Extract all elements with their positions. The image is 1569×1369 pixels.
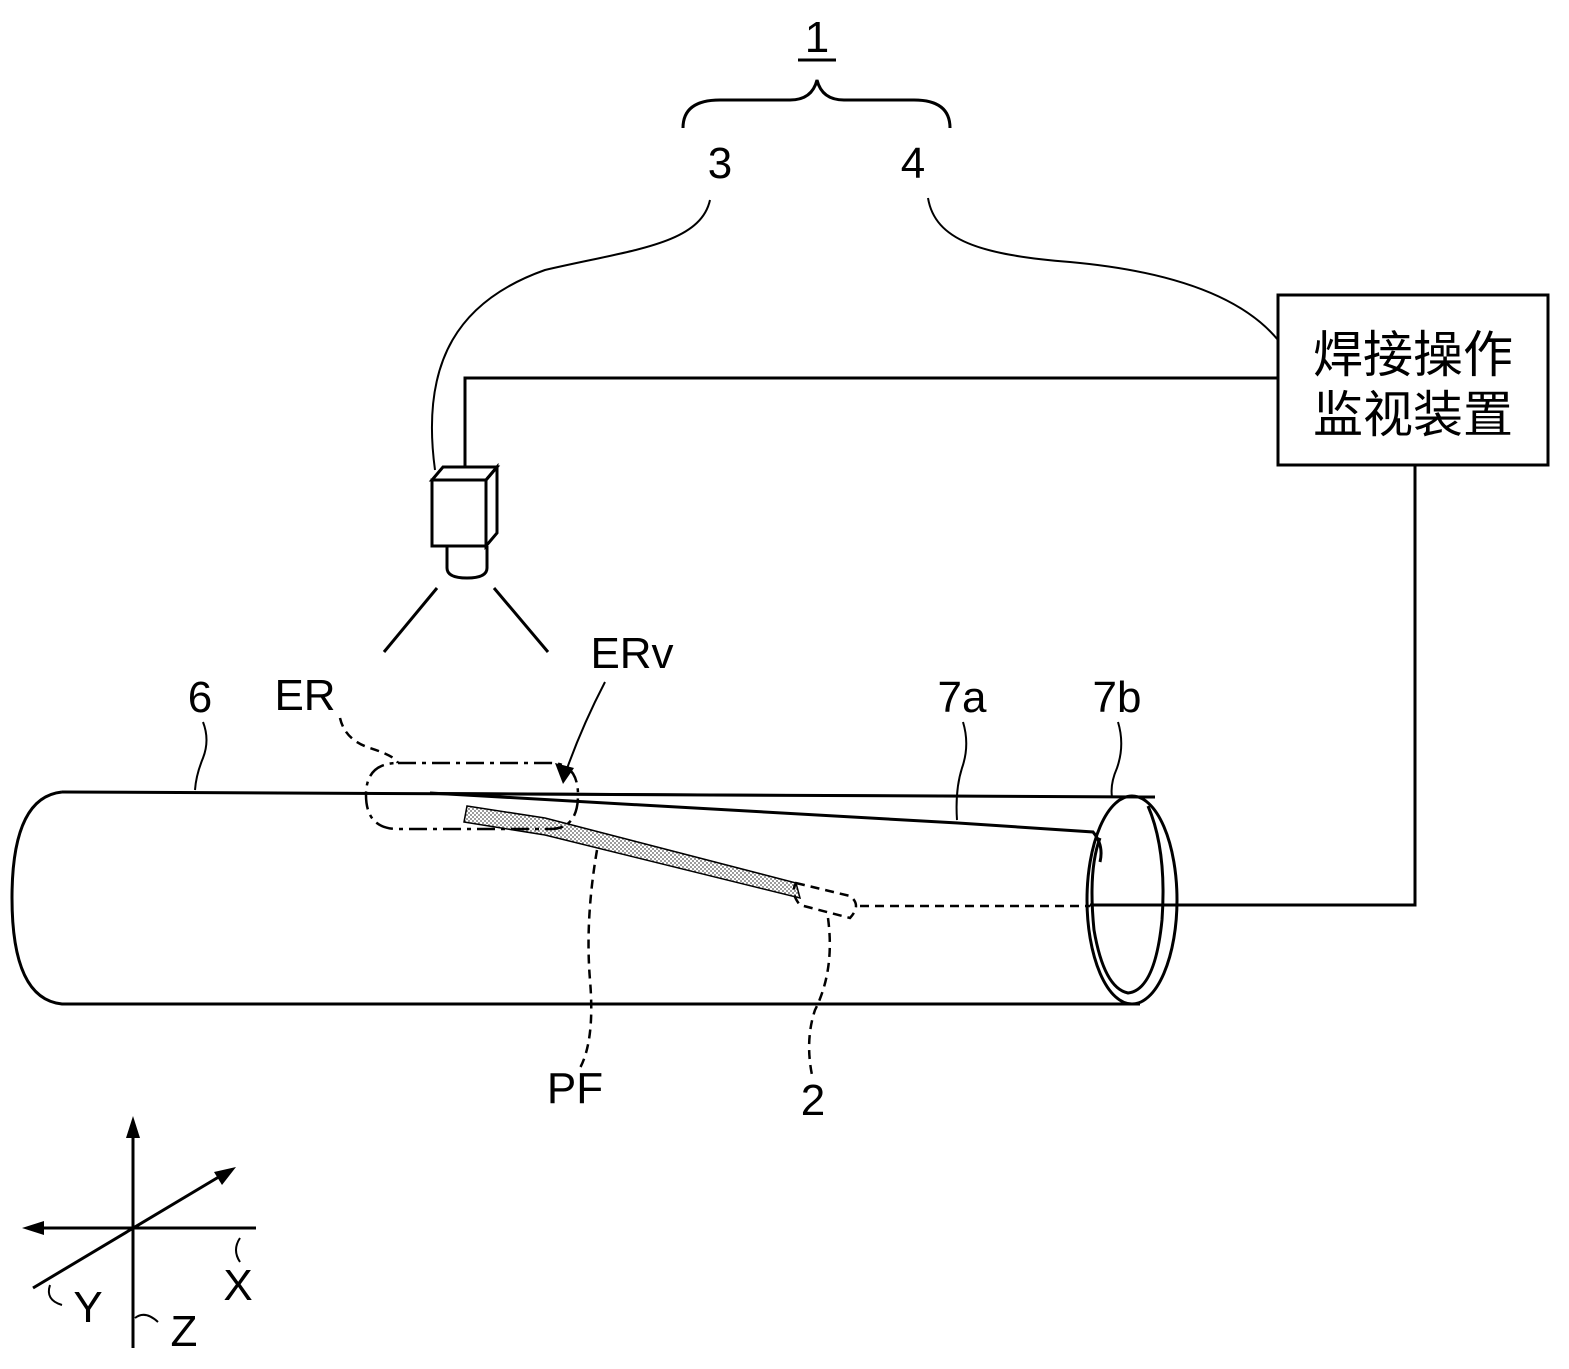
monitor-line1: 焊接操作: [1313, 326, 1513, 384]
label-axis-z: Z: [171, 1307, 198, 1356]
pipe-body: [10, 790, 1140, 1006]
label-monitor-ref: 4: [901, 139, 925, 188]
leader-axis-x: [235, 1237, 241, 1263]
leader-region: [338, 717, 400, 764]
monitor-box: [1276, 293, 1550, 467]
seam-edge-a: [429, 791, 1103, 863]
label-torch: 2: [801, 1076, 825, 1125]
label-axis-x: X: [223, 1261, 252, 1310]
weld-bead-pf: [463, 805, 802, 900]
label-pf: PF: [547, 1064, 603, 1113]
label-region-v: ERv: [590, 629, 673, 678]
label-camera-ref: 3: [708, 139, 732, 188]
label-region: ER: [274, 671, 335, 720]
view-line-left: [382, 587, 439, 653]
system-brace: [681, 79, 952, 129]
camera-body: [430, 478, 488, 548]
leader-camera: [430, 199, 711, 471]
camera-side: [484, 462, 499, 551]
view-line-right: [492, 587, 550, 653]
leader-pf: [578, 849, 599, 1069]
torch-hidden: [792, 881, 858, 920]
leader-pipe: [194, 721, 208, 791]
leader-torch: [807, 917, 832, 1076]
region-er: [364, 761, 580, 831]
leader-region-v: [562, 681, 606, 781]
label-edge-a: 7a: [938, 673, 987, 722]
camera-lens: [445, 546, 489, 580]
monitor-line2: 监视装置: [1313, 386, 1513, 444]
axis-z-arrow: [126, 1116, 140, 1138]
axis-y-arrow: [214, 1167, 236, 1185]
leader-monitor: [927, 197, 1279, 341]
label-pipe: 6: [188, 673, 212, 722]
axis-x-arrow: [22, 1221, 44, 1235]
leader-axis-y: [47, 1284, 63, 1306]
label-system: 1: [805, 13, 829, 62]
seam-edge-b: [429, 792, 1156, 798]
pipe-end-inner: [1090, 805, 1165, 995]
axis-y-line: [32, 1173, 223, 1290]
leader-axis-z: [134, 1313, 159, 1323]
camera-cable: [463, 376, 1278, 467]
label-edge-b: 7b: [1093, 673, 1142, 722]
label-axis-y: Y: [73, 1283, 102, 1332]
torch-cable: [1090, 465, 1417, 907]
leader-edge-a: [955, 721, 968, 821]
leader-edge-b: [1110, 721, 1123, 798]
arrowhead-region-v: [555, 763, 574, 784]
